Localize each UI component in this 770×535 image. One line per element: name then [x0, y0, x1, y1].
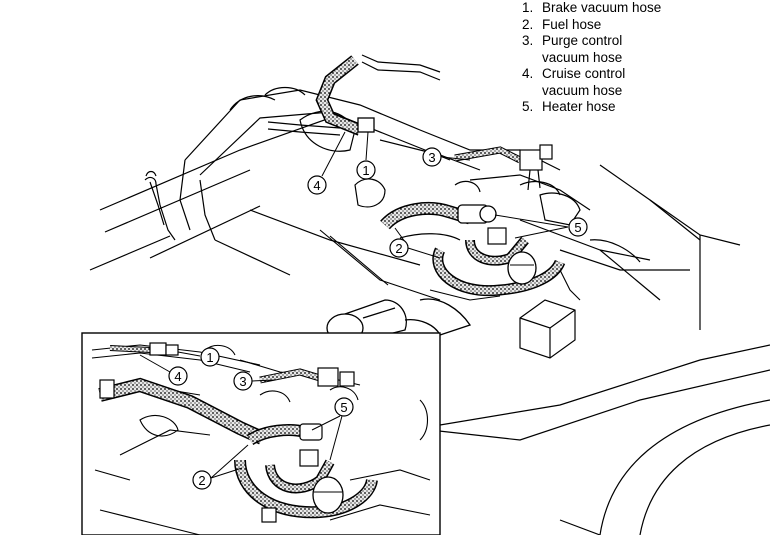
- callout-1-inset-label: 1: [206, 350, 213, 365]
- cruise-vacuum-hose: [267, 121, 341, 136]
- callout-3-main: 3: [422, 147, 471, 167]
- callout-4-inset-label: 4: [174, 369, 181, 384]
- callout-2-inset: 2: [192, 444, 249, 490]
- callout-2-main: 2: [389, 227, 441, 259]
- legend-item: 2. Fuel hose: [522, 17, 661, 34]
- callout-1-main: 1: [356, 131, 376, 180]
- legend-text: vacuum hose: [542, 49, 623, 65]
- legend-item: 1. Brake vacuum hose: [522, 0, 661, 17]
- legend-text: Purge control: [542, 33, 623, 48]
- callout-3-inset-label: 3: [239, 374, 246, 389]
- distributor: [144, 170, 176, 241]
- legend-number: 5.: [522, 99, 534, 114]
- fuel-lines: [319, 229, 581, 301]
- relay-box: [519, 299, 576, 359]
- callout-1-inset: 1: [177, 347, 220, 367]
- legend-text: Brake vacuum hose: [542, 0, 662, 15]
- callout-3-inset: 3: [233, 371, 276, 391]
- callout-5-inset-label: 5: [340, 400, 347, 415]
- fuel-hose: [380, 201, 497, 241]
- purge-vacuum-hose: [454, 144, 553, 191]
- legend-item: 5. Heater hose: [522, 99, 661, 116]
- inset-purge-hose: [259, 367, 355, 387]
- inset-cruise-hose: [109, 342, 179, 356]
- heater-hose: [432, 227, 566, 297]
- callout-5-main: 5: [494, 214, 588, 239]
- callout-4-inset: 4: [139, 354, 188, 386]
- inset-brake-hose: [98, 377, 265, 445]
- legend-text: vacuum hose: [542, 82, 623, 98]
- legend-number: 1.: [522, 0, 534, 15]
- callout-3-main-label: 3: [428, 150, 435, 165]
- callout-2-main-label: 2: [395, 241, 402, 256]
- legend-number: 2.: [522, 16, 534, 32]
- brake-vacuum-hose: [315, 54, 441, 136]
- legend-text: Fuel hose: [542, 16, 602, 32]
- inset-fuel-heater-hoses: [234, 423, 378, 523]
- callout-5-inset: 5: [311, 397, 354, 461]
- legend-text: Heater hose: [542, 99, 616, 114]
- legend: 1. Brake vacuum hose 2. Fuel hose 3. Purge co…: [522, 0, 661, 116]
- callout-5-main-label: 5: [574, 220, 581, 235]
- vehicle-body: [89, 117, 770, 535]
- callout-1-main-label: 1: [362, 163, 369, 178]
- legend-number: 4.: [522, 66, 534, 81]
- callout-4-main-label: 4: [313, 178, 320, 193]
- legend-number: 3.: [522, 33, 534, 48]
- callout-4-main: 4: [307, 131, 346, 195]
- inset-detail: 1 4 3 5 2: [81, 332, 441, 535]
- legend-text: Cruise control: [542, 66, 626, 81]
- callout-2-inset-label: 2: [198, 473, 205, 488]
